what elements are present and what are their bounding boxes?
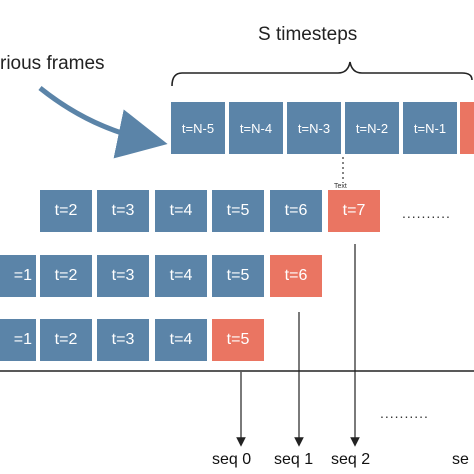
top-row-cell: t=N-3 [287, 102, 341, 154]
row2-cell: t=4 [155, 255, 207, 297]
row2-highlight-cell: t=6 [270, 255, 322, 297]
top-row-cell: t=N-5 [171, 102, 225, 154]
row3-cell: t=2 [40, 319, 92, 361]
top-row-highlight-cell [460, 102, 474, 154]
seq-label-1: seq 1 [274, 451, 314, 468]
row3-highlight-cell: t=5 [212, 319, 264, 361]
row3-cell: =1 [0, 319, 36, 361]
row1-cell: t=6 [270, 190, 322, 232]
row3-cell: t=4 [155, 319, 207, 361]
row2-cell: t=2 [40, 255, 92, 297]
row1-cell: t=5 [212, 190, 264, 232]
row1-highlight-cell: t=7 [328, 190, 380, 232]
row1-cell: t=2 [40, 190, 92, 232]
timesteps-brace [171, 61, 473, 87]
row2-cell: t=3 [97, 255, 149, 297]
row2-cell: t=5 [212, 255, 264, 297]
row1-cell: t=4 [155, 190, 207, 232]
seq-label-0: seq 0 [212, 451, 252, 468]
row2-cell: =1 [0, 255, 36, 297]
seq-label-2: seq 2 [331, 451, 371, 468]
curved-arrow [38, 86, 168, 159]
row3-cell: t=3 [97, 319, 149, 361]
top-row-cell: t=N-2 [345, 102, 399, 154]
previous-frames-label: rious frames [0, 53, 105, 74]
annotation-text: Text [334, 183, 347, 190]
top-row-cell: t=N-1 [403, 102, 457, 154]
row1-cell: t=3 [97, 190, 149, 232]
seq-label-3: se [452, 451, 469, 468]
timesteps-label: S timesteps [258, 24, 358, 45]
bottom-ellipsis: .......... [380, 405, 429, 421]
top-row-cell: t=N-4 [229, 102, 283, 154]
row1-ellipsis: .......... [402, 205, 451, 221]
